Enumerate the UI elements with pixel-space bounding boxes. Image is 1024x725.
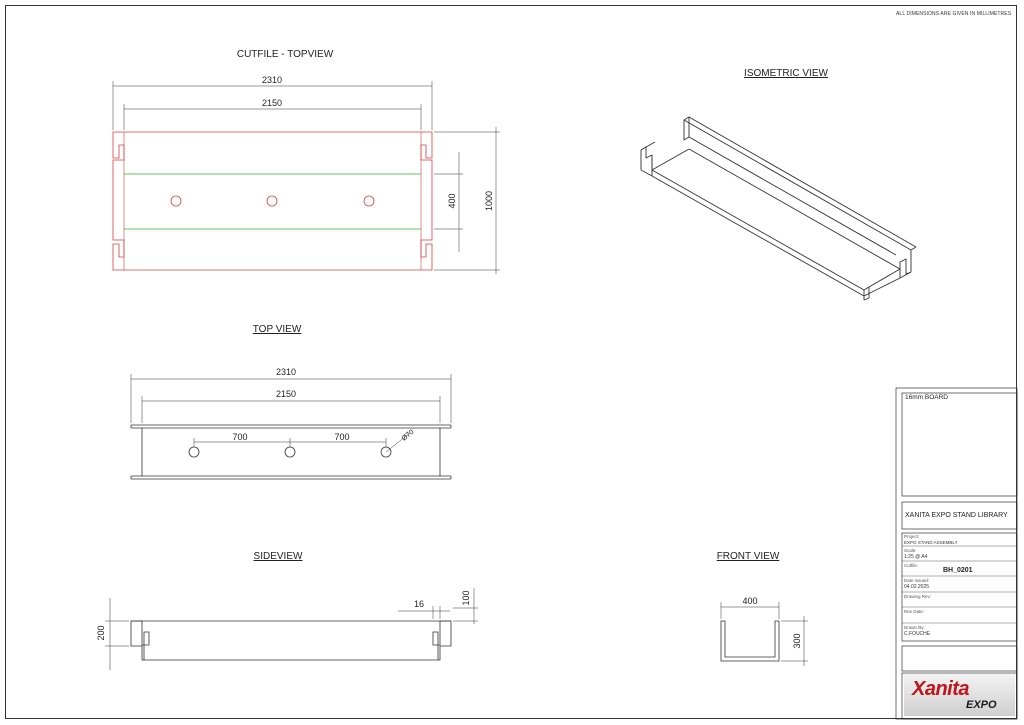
cut-hole xyxy=(266,195,278,207)
xanita-expo-logo: Xanita EXPO xyxy=(904,674,1015,716)
top-hole xyxy=(188,446,200,458)
dim-side-thickness: 16 xyxy=(414,599,424,609)
dim-front-width: 400 xyxy=(742,596,757,606)
dim-top-pitch-1: 700 xyxy=(232,432,247,442)
dim-cut-slot: 400 xyxy=(447,193,457,208)
title-block xyxy=(895,387,1018,720)
cut-outline xyxy=(112,131,433,271)
project-label: Project: xyxy=(904,534,920,539)
dim-cut-height: 1000 xyxy=(484,191,494,211)
project-value: EXPO STAND ASSEMBLY xyxy=(904,540,958,545)
library-title: XANITA EXPO STAND LIBRARY xyxy=(905,512,1008,519)
drawing-sheet-border xyxy=(5,5,1017,719)
dim-side-height: 200 xyxy=(96,625,106,640)
cutfile-code: BH_0201 xyxy=(943,567,973,574)
front-view-title: FRONT VIEW xyxy=(716,551,780,562)
dim-top-hole-diameter: Ø70 xyxy=(401,429,416,443)
isometric-view xyxy=(640,116,917,301)
dim-side-notch: 100 xyxy=(461,590,471,605)
logo-subtitle: EXPO xyxy=(966,699,997,711)
front-view: 400 300 xyxy=(720,596,808,666)
rev-date-label: Rev Date: xyxy=(904,609,925,614)
units-note: ALL DIMENSIONS ARE GIVEN IN MILLIMETRES xyxy=(896,11,1012,17)
scale-value: 1:25 @ A4 xyxy=(904,554,928,560)
dim-top-inner: 2150 xyxy=(276,389,296,399)
top-hole xyxy=(284,446,296,458)
cutfile-label: Cutfile: xyxy=(904,563,919,568)
cutfile-view-title: CUTFILE - TOPVIEW xyxy=(236,49,334,60)
drawing-rev-label: Drawing Rev: xyxy=(904,594,932,599)
cut-hole xyxy=(363,195,375,207)
drawn-by-label: Drawn By: xyxy=(904,625,925,630)
cutfile-view: 2310 2150 400 1000 xyxy=(112,75,500,274)
side-view: 200 100 16 xyxy=(96,588,478,670)
dim-top-overall: 2310 xyxy=(276,367,296,377)
isometric-view-title: ISOMETRIC VIEW xyxy=(744,68,828,79)
cut-hole xyxy=(170,195,182,207)
top-view-title: TOP VIEW xyxy=(252,324,302,335)
dim-top-pitch-2: 700 xyxy=(334,432,349,442)
date-label: Date issued: xyxy=(904,578,930,583)
dim-front-height: 300 xyxy=(792,633,802,648)
side-view-title: SIDEVIEW xyxy=(253,551,303,562)
dim-cut-overall: 2310 xyxy=(262,75,282,85)
logo-wordmark: Xanita xyxy=(912,678,970,700)
scale-label: Scale: xyxy=(904,548,917,553)
date-value: 04.02.2025 xyxy=(904,584,930,590)
drawn-by-value: C.FOUCHE xyxy=(904,631,931,637)
top-view: 2310 2150 700 700 Ø70 xyxy=(130,367,452,480)
dim-cut-inner: 2150 xyxy=(262,98,282,108)
material-label: 16mm BOARD xyxy=(905,394,948,401)
